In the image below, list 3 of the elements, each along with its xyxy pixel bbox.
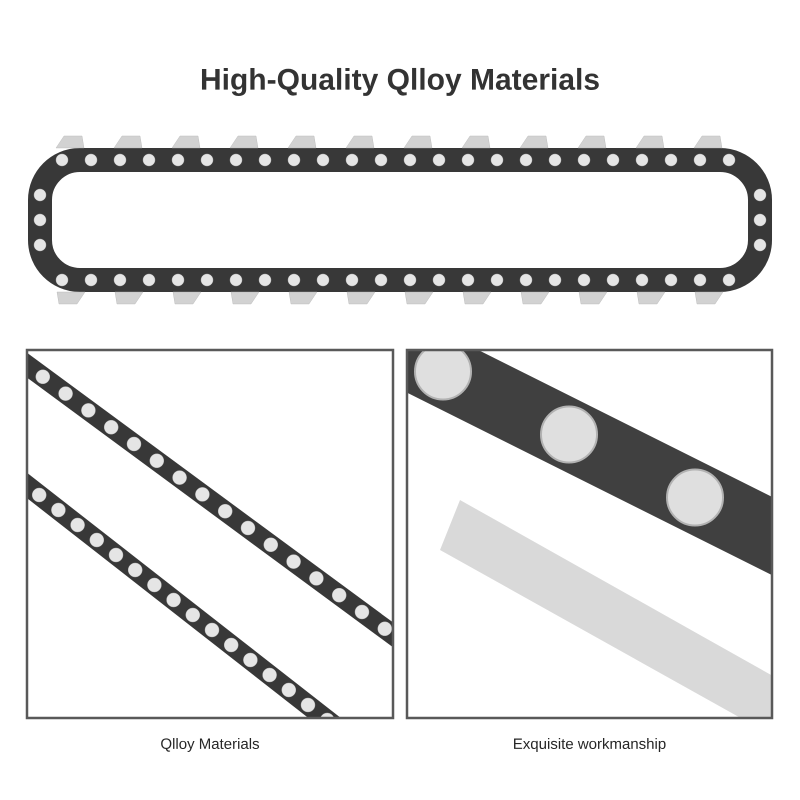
node-label: Exquisite workmanship [514,738,666,752]
title: High-Quality Qlloy Materials [202,68,599,96]
node-label: Qlloy Materials [161,738,260,752]
